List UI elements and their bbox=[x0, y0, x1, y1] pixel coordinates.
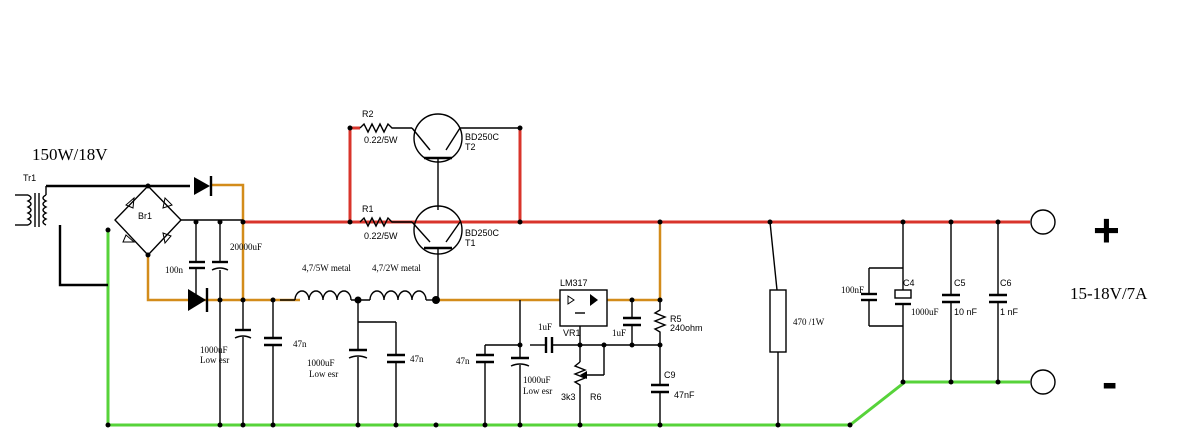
cap-47n-b-label: 47n bbox=[410, 354, 424, 364]
capacitor-c6 bbox=[989, 222, 1007, 382]
r2-value: 0.22/5W bbox=[364, 135, 398, 145]
t2-name: T2 bbox=[465, 142, 476, 152]
c9-name: C9 bbox=[664, 370, 676, 380]
capacitor-47n-c bbox=[476, 300, 521, 425]
cap-20000uf-label: 20000uF bbox=[230, 242, 262, 252]
cap-1000uf-c-note: Low esr bbox=[523, 386, 552, 396]
cap-47n-a-label: 47n bbox=[293, 339, 307, 349]
capacitor-c5 bbox=[942, 222, 960, 382]
cap-1000uf-a-value: 1000uF bbox=[200, 345, 228, 355]
cap-1000uf-a-note: Low esr bbox=[200, 355, 229, 365]
vr1-label: VR1 bbox=[563, 328, 581, 338]
positive-rail bbox=[243, 126, 360, 224]
capacitor-1000uf-a bbox=[234, 300, 252, 425]
capacitor-c4 bbox=[894, 222, 912, 382]
cap-1000uf-b-value: 1000uF bbox=[307, 358, 335, 368]
transistor-t2 bbox=[411, 113, 520, 210]
minus-sign: - bbox=[1102, 356, 1117, 408]
cap-1000uf-c-value: 1000uF bbox=[523, 375, 551, 385]
load-resistor-label: 470 /1W bbox=[793, 317, 825, 327]
resistor-r1 bbox=[359, 216, 412, 228]
regulator-lm317 bbox=[559, 289, 608, 345]
c5-name: C5 bbox=[954, 278, 966, 288]
t2-part: BD250C bbox=[465, 132, 500, 142]
c4-value: 1000uF bbox=[911, 307, 939, 317]
cap-1uf-b-label: 1uF bbox=[612, 328, 626, 338]
unregulated-rail-bottom bbox=[146, 255, 300, 302]
r1-name: R1 bbox=[362, 204, 374, 214]
inductor-2-label: 4,7/2W metal bbox=[372, 263, 421, 273]
positive-terminal bbox=[1030, 209, 1056, 235]
capacitor-1uf-b bbox=[623, 300, 641, 345]
secondary-wire-bottom bbox=[58, 225, 108, 287]
r2-name: R2 bbox=[362, 109, 374, 119]
output-rating: 15-18V/7A bbox=[1070, 284, 1148, 303]
cap-1000uf-b-note: Low esr bbox=[309, 369, 338, 379]
capacitor-20000uf bbox=[211, 260, 229, 300]
r5-value: 240ohm bbox=[670, 323, 703, 333]
c9-value: 47nF bbox=[674, 390, 695, 400]
cap-100nf-label: 100nF bbox=[841, 285, 864, 295]
capacitor-1000uf-b bbox=[348, 300, 368, 425]
resistor-r5 bbox=[653, 300, 667, 345]
capacitor-100n bbox=[189, 260, 205, 300]
c6-value: 1 nF bbox=[1000, 307, 1019, 317]
plus-sign: + bbox=[1093, 204, 1120, 256]
cap-100n-label: 100n bbox=[165, 265, 184, 275]
br1-label: Br1 bbox=[138, 211, 152, 221]
r5-name: R5 bbox=[670, 314, 682, 324]
capacitor-1000uf-c bbox=[510, 345, 530, 425]
r6-value: 3k3 bbox=[561, 392, 576, 402]
unregulated-rail-top bbox=[210, 183, 245, 300]
power-rating-title: 150W/18V bbox=[32, 145, 108, 164]
inductor-1-label: 4,7/5W metal bbox=[302, 263, 351, 273]
diode-bottom bbox=[188, 288, 209, 312]
load-resistor bbox=[769, 221, 787, 425]
r6-name: R6 bbox=[590, 392, 602, 402]
lm317-out-rail bbox=[607, 222, 662, 302]
t1-name: T1 bbox=[465, 238, 476, 248]
capacitor-47n-a bbox=[264, 300, 282, 425]
transformer-tr1 bbox=[15, 193, 48, 227]
negative-terminal bbox=[1030, 369, 1056, 395]
tr1-label: Tr1 bbox=[23, 173, 36, 183]
c5-value: 10 nF bbox=[954, 307, 978, 317]
lm317-label: LM317 bbox=[560, 278, 588, 288]
transistor-t1 bbox=[411, 205, 463, 300]
cap-1uf-a-label: 1uF bbox=[538, 322, 552, 332]
c4-name: C4 bbox=[903, 278, 915, 288]
cap-47n-c-label: 47n bbox=[456, 356, 470, 366]
capacitor-47n-b bbox=[358, 321, 405, 425]
junction-dots bbox=[105, 125, 1001, 428]
diode-top bbox=[194, 176, 213, 196]
capacitor-100nf bbox=[861, 267, 903, 327]
capacitor-c9 bbox=[651, 345, 669, 425]
t1-part: BD250C bbox=[465, 228, 500, 238]
resistor-r2 bbox=[359, 122, 412, 134]
c6-name: C6 bbox=[1000, 278, 1012, 288]
inductor-2 bbox=[369, 290, 436, 301]
capacitor-1uf-a bbox=[530, 337, 660, 353]
potentiometer-r6 bbox=[573, 345, 605, 425]
r1-value: 0.22/5W bbox=[364, 231, 398, 241]
